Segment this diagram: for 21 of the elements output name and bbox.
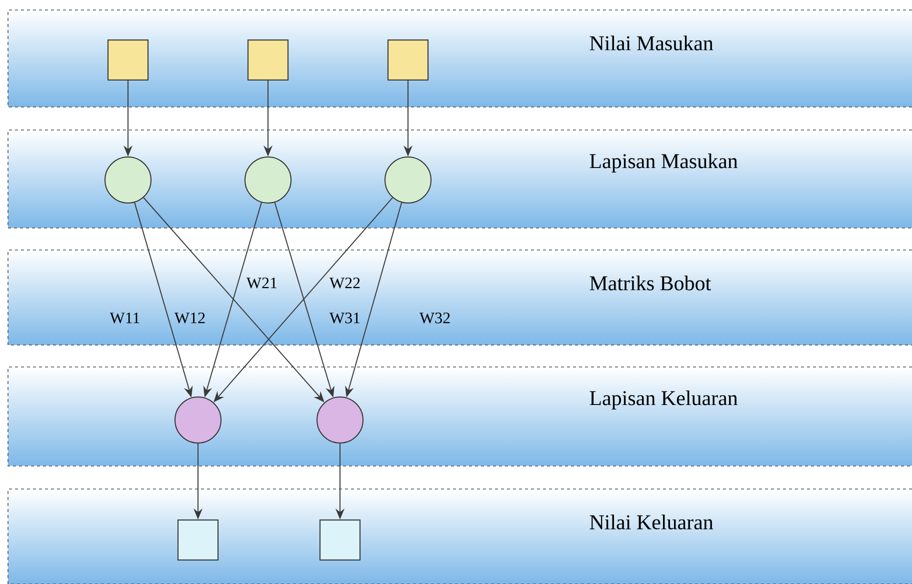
weight-label: W21 [246,278,277,288]
weight-label: W31 [329,312,360,324]
layer-title: Nilai Keluaran [590,514,714,530]
neuron-circle [104,156,152,204]
value-square [320,520,360,560]
neuron-circle [174,396,222,444]
weight-label: W32 [419,312,450,324]
neuron-circle [244,156,292,204]
layer-title: Nilai Masukan [590,36,714,50]
layer-title: Lapisan Keluaran [590,390,738,410]
value-square [388,40,428,80]
neuron-circle [384,156,432,204]
layer-title: Matriks Bobot [590,276,711,290]
value-square [178,520,218,560]
value-square [248,40,288,80]
weight-label: W11 [110,312,140,324]
weight-label: W22 [329,278,360,288]
neuron-circle [316,396,364,444]
weight-label: W12 [174,312,205,324]
value-square [108,40,148,80]
layer-title: Lapisan Masukan [590,153,738,173]
